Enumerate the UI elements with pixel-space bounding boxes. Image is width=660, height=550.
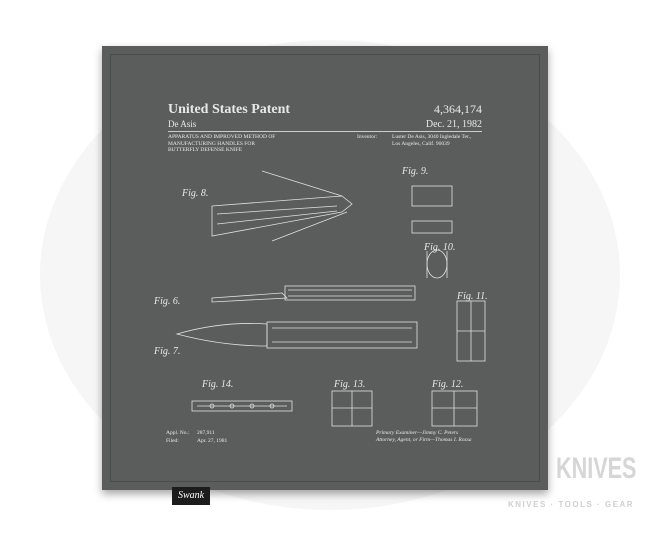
fig6-knife-drawing	[211, 285, 416, 303]
fig-label: Fig. 6.	[154, 296, 181, 307]
inventor-full: Luster De Asis, 3040 Ingledale Ter., Los…	[392, 134, 472, 147]
examiners: Primary Examiner—Jimmy C. Peters Attorne…	[376, 430, 472, 443]
fig-label: Fig. 14.	[202, 379, 234, 390]
fig-label: Fig. 8.	[182, 188, 209, 199]
fig-label: Fig. 7.	[154, 346, 181, 357]
fig13-drawing	[331, 390, 373, 427]
filed-label: Filed:	[166, 438, 179, 444]
appl-number: 287,911	[197, 430, 215, 436]
patent-drawings	[175, 170, 486, 427]
fig-label: Fig. 11.	[457, 291, 488, 302]
fig-label: Fig. 12.	[432, 379, 464, 390]
filed-date: Apr. 27, 1981	[197, 438, 228, 444]
cloth-stitching	[110, 54, 540, 482]
brand-tag: Swank	[172, 487, 210, 505]
patent-cloth: United States Patent 4,364,174 De Asis D…	[102, 46, 548, 490]
fig9-drawing	[411, 185, 453, 234]
fig8-knife-drawing	[211, 170, 353, 242]
fig10-drawing	[426, 249, 448, 279]
patent-title: United States Patent	[168, 102, 291, 117]
fig7-knife-drawing	[175, 321, 418, 349]
patent-number: 4,364,174	[434, 102, 482, 116]
fig-label: Fig. 13.	[334, 379, 366, 390]
watermark-logo: KNIVES	[556, 452, 637, 485]
watermark-tagline: KNIVES · TOOLS · GEAR	[508, 500, 635, 509]
inventor-short: De Asis	[168, 119, 197, 129]
fig12-drawing	[431, 390, 478, 427]
fig14-drawing	[191, 400, 293, 412]
appl-label: Appl. No.:	[166, 430, 190, 436]
header-rule	[168, 131, 482, 132]
fig-label: Fig. 10.	[424, 242, 456, 253]
inventor-label: Inventor:	[357, 134, 378, 140]
fig-label: Fig. 9.	[402, 166, 429, 177]
patent-description: APPARATUS AND IMPROVED METHOD OF MANUFAC…	[168, 134, 276, 153]
fig11-drawing	[456, 300, 486, 362]
patent-date: Dec. 21, 1982	[425, 119, 482, 130]
